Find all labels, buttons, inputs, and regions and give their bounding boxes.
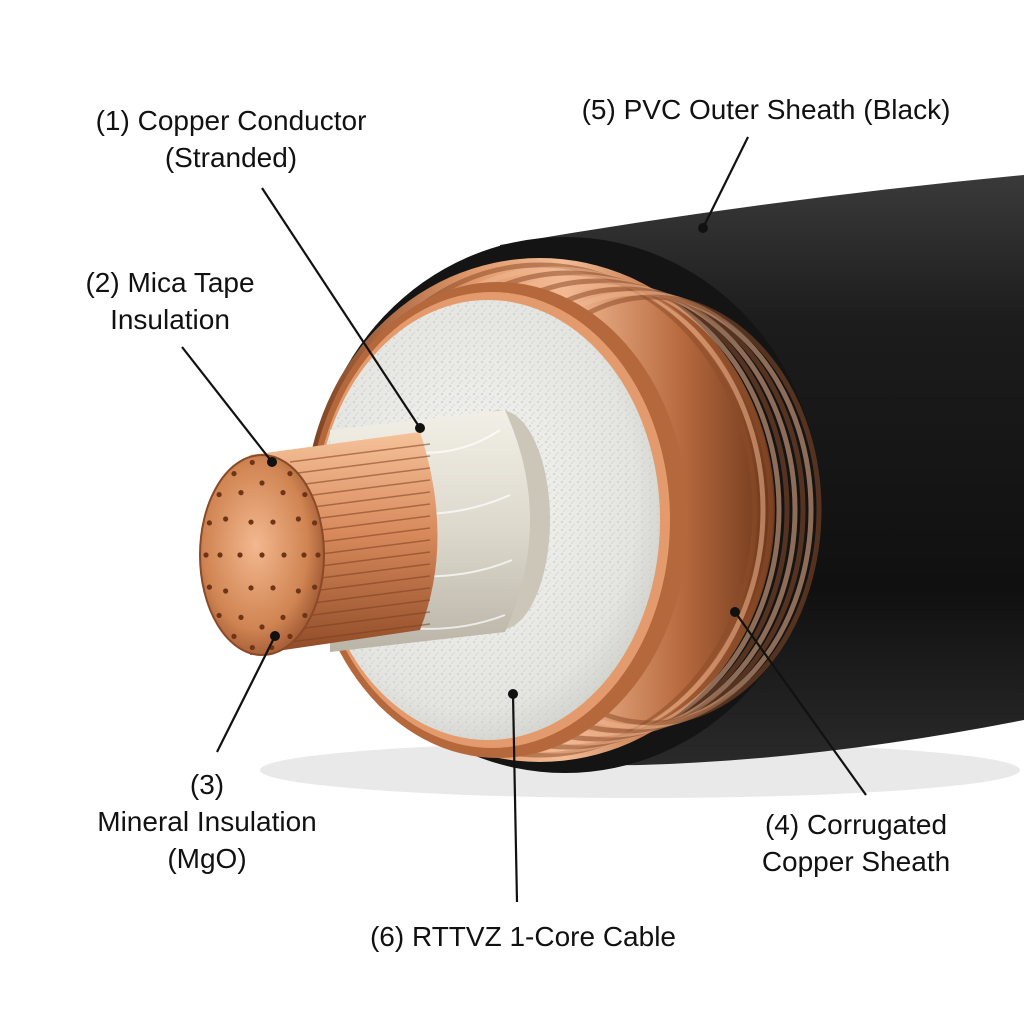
dot-cable-type: [508, 689, 518, 699]
label-mineral-insulation-line-1: (3): [189, 769, 225, 800]
label-cable-type: (6) RTTVZ 1-Core Cable: [352, 918, 694, 955]
label-corrugated-sheath-line-2: Copper Sheath: [761, 846, 951, 877]
dot-mineral-insulation: [270, 631, 280, 641]
leader-mica-tape: [181, 346, 273, 463]
copper-conductor-strands: [199, 432, 438, 656]
label-corrugated-sheath-line-1: (4) Corrugated: [764, 809, 948, 840]
label-mineral-insulation: (3) Mineral Insulation (MgO): [74, 766, 340, 877]
leader-cable-type: [511, 693, 519, 903]
label-mica-tape-line-1: (2) Mica Tape: [85, 267, 255, 298]
dot-pvc-sheath: [698, 223, 708, 233]
label-copper-conductor: (1) Copper Conductor (Stranded): [72, 102, 390, 176]
label-mica-tape: (2) Mica Tape Insulation: [70, 264, 270, 338]
dot-corrugated-sheath: [730, 607, 740, 617]
label-copper-conductor-line-2: (Stranded): [164, 142, 298, 173]
leader-lines: [181, 136, 867, 903]
dot-copper-conductor: [415, 423, 425, 433]
leader-mineral-insulation: [216, 635, 276, 753]
leader-copper-conductor: [261, 187, 421, 429]
leader-dots: [267, 223, 740, 699]
cable-shadow: [260, 742, 1020, 798]
label-corrugated-sheath: (4) Corrugated Copper Sheath: [738, 806, 974, 880]
label-mineral-insulation-line-2: Mineral Insulation: [97, 806, 317, 837]
leader-corrugated-sheath: [734, 611, 867, 796]
label-mineral-insulation-line-3: (MgO): [167, 843, 247, 874]
label-pvc-sheath: (5) PVC Outer Sheath (Black): [556, 91, 976, 128]
label-cable-type-line-1: (6) RTTVZ 1-Core Cable: [369, 921, 676, 952]
label-pvc-sheath-line-1: (5) PVC Outer Sheath (Black): [581, 94, 951, 125]
dot-mica-tape: [267, 457, 277, 467]
label-copper-conductor-line-1: (1) Copper Conductor: [95, 105, 367, 136]
label-mica-tape-line-2: Insulation: [110, 304, 230, 335]
leader-pvc-sheath: [702, 136, 749, 229]
